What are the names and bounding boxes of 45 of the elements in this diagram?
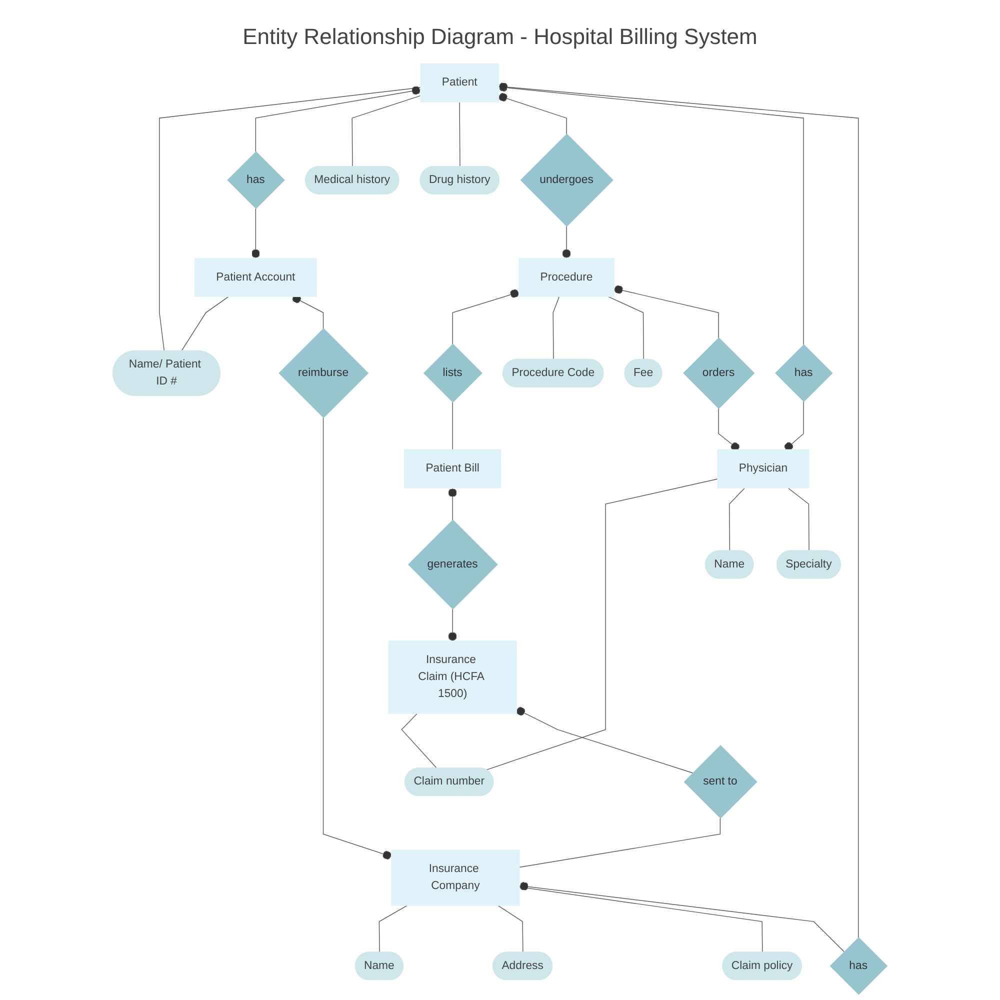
- connector: [352, 95, 421, 168]
- node-diamond: generates: [408, 520, 498, 610]
- connector: [519, 882, 844, 952]
- connector: [728, 488, 746, 552]
- node-diamond: orders: [683, 337, 755, 409]
- node-diamond: lists: [423, 344, 482, 403]
- connector: [562, 226, 571, 259]
- connector: [448, 608, 457, 642]
- connector: [498, 82, 859, 938]
- connector: [448, 488, 457, 520]
- connector: [452, 402, 453, 450]
- connector: [322, 417, 392, 860]
- connector: [516, 706, 694, 774]
- connector: [788, 488, 810, 552]
- node-diamond: has: [775, 344, 833, 402]
- node-box: Insurance Company: [391, 850, 520, 906]
- connector: [498, 92, 567, 134]
- connector: [519, 818, 721, 868]
- node-box: Physician: [717, 449, 810, 488]
- connector: [452, 289, 520, 344]
- node-diamond: sent to: [684, 745, 758, 819]
- connector: [498, 905, 524, 953]
- connector: [552, 296, 560, 360]
- connector: [159, 87, 421, 352]
- diagram-title: Entity Relationship Diagram - Hospital Billing System: [242, 24, 758, 50]
- node-diamond: undergoes: [520, 134, 614, 227]
- connector: [614, 285, 719, 338]
- node-box: Patient Bill: [404, 449, 502, 488]
- node-box: Insurance Claim (HCFA 1500): [388, 640, 517, 714]
- node-diamond: has: [830, 937, 888, 995]
- node-box: Patient: [420, 63, 500, 102]
- connector: [255, 86, 421, 152]
- connector: [251, 208, 260, 259]
- node-box: Patient Account: [194, 258, 317, 297]
- connector: [292, 294, 324, 329]
- connector: [486, 478, 718, 770]
- connector: [718, 408, 740, 452]
- connector: [608, 296, 644, 360]
- node-box: Procedure: [518, 258, 614, 297]
- connector: [181, 296, 229, 352]
- node-diamond: has: [227, 151, 285, 210]
- connector: [784, 401, 804, 451]
- connector: [401, 713, 438, 769]
- node-diamond: reimburse: [278, 328, 369, 418]
- connector: [459, 102, 460, 168]
